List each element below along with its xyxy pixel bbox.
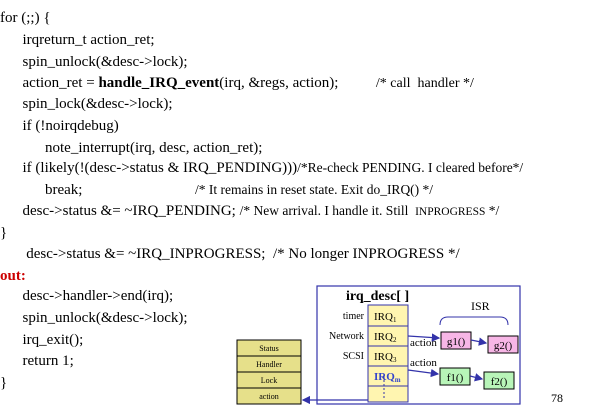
code-segment: break; xyxy=(0,182,195,198)
code-segment: (irq, &regs, action); xyxy=(219,75,376,91)
isr-brace xyxy=(439,316,509,326)
code-segment: /* It remains in reset state. Exit do_IR… xyxy=(194,182,434,197)
arrow-irq2-to-g1 xyxy=(407,333,441,342)
page-number: 78 xyxy=(551,391,563,405)
code-line: spin_lock(&desc->lock); xyxy=(0,95,173,113)
code-line: out: xyxy=(0,267,26,285)
code-line: note_interrupt(irq, desc, action_ret); xyxy=(0,139,262,157)
code-segment: } xyxy=(0,225,8,241)
handler-f2 xyxy=(483,371,515,390)
field-status: Status xyxy=(259,344,279,353)
code-segment: for (;;) { xyxy=(0,10,51,26)
irq-label-timer: timer xyxy=(343,311,365,322)
code-segment: /* New arrival. I handle it. Still xyxy=(239,203,416,218)
code-segment: irqreturn_t action_ret; xyxy=(0,32,155,48)
field-handler: Handler xyxy=(256,360,282,369)
code-line: desc->status &= ~IRQ_PENDING; /* New arr… xyxy=(0,202,500,221)
code-segment: INPROGRESS xyxy=(415,206,486,218)
code-line: desc->status &= ~IRQ_INPROGRESS; /* No l… xyxy=(0,245,460,263)
code-line: } xyxy=(0,374,7,392)
isr-label: ISR xyxy=(471,299,490,313)
handler-g2 xyxy=(487,335,519,354)
irq-label-network: Network xyxy=(329,331,364,342)
code-line: if (!noirqdebug) xyxy=(0,117,119,135)
action-label-1: action xyxy=(410,337,437,349)
code-line: spin_unlock(&desc->lock); xyxy=(0,309,188,327)
code-segment: action_ret = xyxy=(0,75,99,91)
code-segment: spin_unlock(&desc->lock); xyxy=(0,54,188,70)
code-segment: */ xyxy=(485,203,500,218)
field-action: action xyxy=(259,392,279,401)
code-line: irq_exit(); xyxy=(0,331,84,349)
code-line: action_ret = handle_IRQ_event(irq, &regs… xyxy=(0,74,474,93)
code-segment: irq_exit(); xyxy=(0,332,84,348)
code-segment: note_interrupt(irq, desc, action_ret); xyxy=(0,140,263,156)
code-segment: desc->handler->end(irq); xyxy=(0,288,174,304)
code-segment: spin_lock(&desc->lock); xyxy=(0,96,173,112)
irq-cell-3: IRQ3 xyxy=(374,351,397,364)
handler-g1-label: g1() xyxy=(447,336,466,348)
code-segment: } xyxy=(0,375,8,391)
code-line: spin_unlock(&desc->lock); xyxy=(0,53,188,71)
code-segment: out: xyxy=(0,268,26,284)
code-segment: desc->status &= ~IRQ_PENDING; xyxy=(0,203,240,219)
code-line: if (likely(!(desc->status & IRQ_PENDING)… xyxy=(0,159,524,177)
handler-g2-label: g2() xyxy=(494,340,513,352)
code-segment: desc->status &= ~IRQ_INPROGRESS; /* No l… xyxy=(0,246,460,262)
diagram-title: irq_desc[ ] xyxy=(346,289,409,304)
code-segment: handle_IRQ_event xyxy=(98,75,220,91)
code-segment: if (likely(!(desc->status & IRQ_PENDING)… xyxy=(0,160,298,176)
field-lock: Lock xyxy=(261,376,277,385)
action-label-2: action xyxy=(410,357,437,369)
irq-cell-2: IRQ2 xyxy=(374,331,397,344)
handler-f1-label: f1() xyxy=(447,372,464,384)
handler-f2-label: f2() xyxy=(491,376,508,388)
code-line: for (;;) { xyxy=(0,9,51,27)
code-segment: if (!noirqdebug) xyxy=(0,118,119,134)
irq-cell-m: IRQm xyxy=(374,371,401,384)
code-segment: /* call handler */ xyxy=(375,76,474,91)
arrow-f1-to-f2 xyxy=(469,373,484,382)
arrow-irq3-to-f1 xyxy=(407,368,440,378)
irq-cell-1: IRQ1 xyxy=(374,311,397,324)
code-line: irqreturn_t action_ret; xyxy=(0,31,155,49)
code-segment: /*Re-check PENDING. I cleared before*/ xyxy=(297,160,524,175)
code-line: desc->handler->end(irq); xyxy=(0,287,174,305)
code-line: return 1; xyxy=(0,352,74,370)
irq-label-scsi: SCSI xyxy=(343,351,364,362)
arrow-g1-to-g2 xyxy=(470,337,488,346)
code-segment: spin_unlock(&desc->lock); xyxy=(0,310,188,326)
code-segment: return 1; xyxy=(0,353,74,369)
code-line: } xyxy=(0,224,7,242)
code-line: break; /* It remains in reset state. Exi… xyxy=(0,181,433,199)
